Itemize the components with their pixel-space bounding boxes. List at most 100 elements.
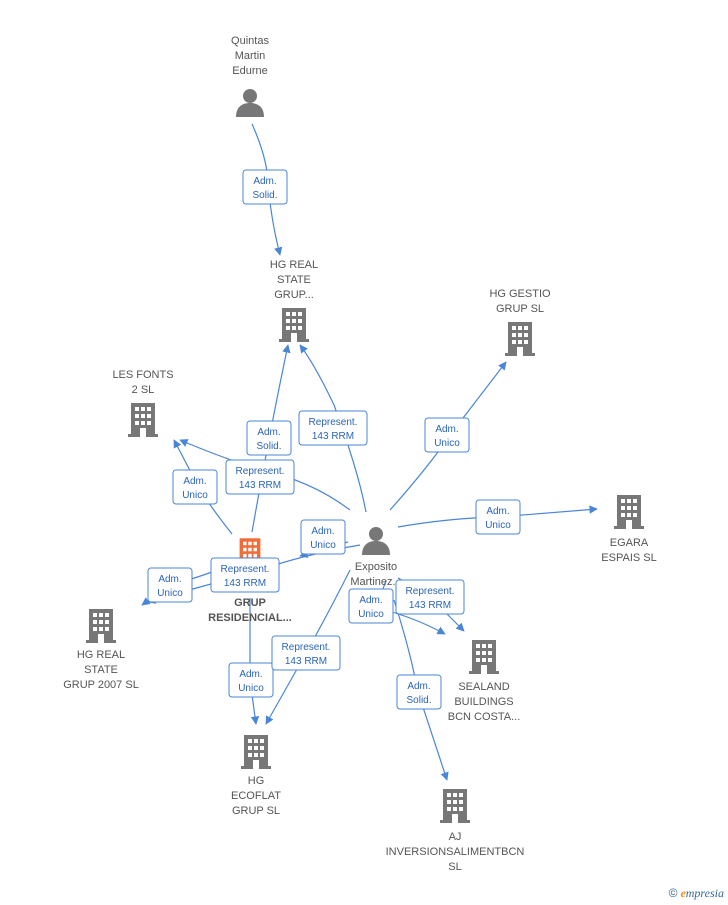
node-grup-residencial[interactable]: GRUP RESIDENCIAL... <box>208 538 292 624</box>
building-icon <box>279 308 309 342</box>
edge-label-text: Represent. <box>221 564 270 575</box>
node-label: ECOFLAT <box>231 790 281 802</box>
edge-label-e4[interactable]: Adm.Unico <box>172 469 218 505</box>
edge-label-e11[interactable]: Adm. Unico <box>348 588 394 624</box>
edge-label-e1[interactable]: Adm.Solid. <box>242 169 288 205</box>
edge-label-e15[interactable]: Adm. Solid. <box>396 674 442 710</box>
edge-label-text: Unico <box>434 438 460 449</box>
edge-label-box <box>242 169 288 205</box>
node-label: RESIDENCIAL... <box>208 612 292 624</box>
node-label: Edurne <box>232 65 267 77</box>
node-label: LES FONTS <box>112 369 173 381</box>
edge-label-box <box>271 635 341 671</box>
node-hg-real-state-grup[interactable]: HG REALSTATEGRUP... <box>270 259 318 342</box>
edge-label-text: Adm. <box>183 476 206 487</box>
node-label: HG REAL <box>77 649 125 661</box>
edge-label-e10[interactable]: Adm. Unico <box>147 567 193 603</box>
edges-layer <box>141 123 598 781</box>
edge-label-e7[interactable]: Adm. Unico <box>475 499 521 535</box>
node-label: GRUP SL <box>496 303 544 315</box>
node-label: Exposito <box>355 561 397 573</box>
node-label: INVERSIONSALIMENTBCN <box>386 846 525 858</box>
edge-label-text: Adm. <box>359 595 382 606</box>
node-label: ESPAIS SL <box>601 552 656 564</box>
node-label: BUILDINGS <box>454 696 513 708</box>
edge-label-box <box>147 567 193 603</box>
node-label: EGARA <box>610 537 649 549</box>
person-icon <box>236 89 264 117</box>
edge-label-box <box>424 417 470 453</box>
edge-label-text: 143 RRM <box>224 578 266 589</box>
building-icon <box>241 735 271 769</box>
edge-label-e2[interactable]: Represent.143 RRM <box>298 410 368 446</box>
edge-label-box <box>172 469 218 505</box>
node-label: GRUP SL <box>232 805 280 817</box>
edge-label-e6[interactable]: Adm. Unico <box>424 417 470 453</box>
edge-label-text: Unico <box>310 540 336 551</box>
edge-label-e8[interactable]: Adm. Unico <box>300 519 346 555</box>
edge-label-text: Solid. <box>406 695 431 706</box>
edge-label-text: Unico <box>485 520 511 531</box>
node-label: Martin <box>235 50 266 62</box>
edge-label-box <box>246 420 292 456</box>
edge-label-text: 143 RRM <box>312 431 354 442</box>
edge-label-text: Adm. <box>407 681 430 692</box>
edge-label-box <box>228 662 274 698</box>
building-icon <box>469 640 499 674</box>
edge-label-box <box>396 674 442 710</box>
edge-label-box <box>298 410 368 446</box>
edge-label-text: Adm. <box>158 574 181 585</box>
node-label: GRUP <box>234 597 266 609</box>
edge-label-text: Adm. <box>486 506 509 517</box>
edge-label-e9[interactable]: Represent. 143 RRM <box>210 557 280 593</box>
edge-label-box <box>475 499 521 535</box>
edge-label-box <box>210 557 280 593</box>
edge-label-text: 143 RRM <box>239 480 281 491</box>
node-label: STATE <box>277 274 311 286</box>
edge-label-text: 143 RRM <box>409 600 451 611</box>
edge-label-e13[interactable]: Adm. Unico <box>228 662 274 698</box>
edge-label-e5[interactable]: Represent. 143 RRM <box>225 459 295 495</box>
edge-label-box <box>348 588 394 624</box>
building-icon <box>128 403 158 437</box>
building-icon <box>614 495 644 529</box>
edge-label-box <box>300 519 346 555</box>
edge-label-text: Unico <box>358 609 384 620</box>
edge-label-e14[interactable]: Represent. 143 RRM <box>271 635 341 671</box>
edge-label-e12[interactable]: Represent. 143 RRM <box>395 579 465 615</box>
node-label: Quintas <box>231 35 269 47</box>
edge-label-text: 143 RRM <box>285 656 327 667</box>
edge-label-text: Unico <box>238 683 264 694</box>
node-label: Martinez... <box>350 576 401 588</box>
building-icon <box>86 609 116 643</box>
edge-label-text: Represent. <box>282 642 331 653</box>
edge-label-text: Solid. <box>252 190 277 201</box>
node-label: HG REAL <box>270 259 318 271</box>
edge-label-text: Adm. <box>311 526 334 537</box>
node-hg-gestio[interactable]: HG GESTIO GRUP SL <box>489 288 551 356</box>
node-label: HG GESTIO <box>489 288 551 300</box>
node-exposito[interactable]: ExpositoMartinez... <box>350 527 402 588</box>
edge-label-text: Adm. <box>435 424 458 435</box>
edge-label-box <box>225 459 295 495</box>
brand-name: mpresia <box>685 886 724 900</box>
copyright-icon: © <box>668 886 678 900</box>
edge-label-e3[interactable]: Adm.Solid. <box>246 420 292 456</box>
building-icon <box>505 322 535 356</box>
edge-label-text: Unico <box>157 588 183 599</box>
edge-label-text: Adm. <box>239 669 262 680</box>
node-egara[interactable]: EGARA ESPAIS SL <box>601 495 657 564</box>
node-label: SEALAND <box>458 681 509 693</box>
edge-label-text: Represent. <box>406 586 455 597</box>
brand-footer[interactable]: ©empresia <box>669 886 724 901</box>
edge-label-text: Represent. <box>236 466 285 477</box>
person-icon <box>362 527 390 555</box>
building-icon <box>440 789 470 823</box>
